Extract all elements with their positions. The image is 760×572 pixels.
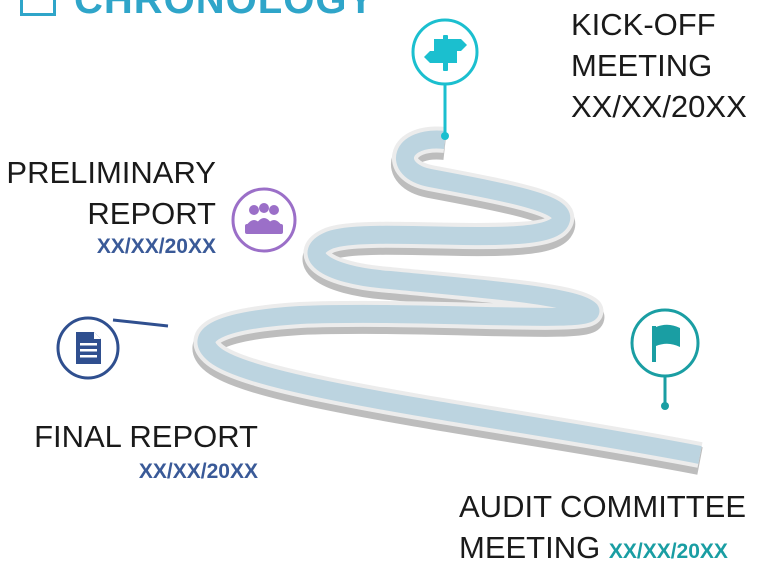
document-icon — [76, 332, 101, 364]
kickoff-date: XX/XX/20XX — [571, 89, 747, 124]
preliminary-label: PRELIMINARY REPORT XX/XX/20XX — [0, 152, 216, 260]
audit-date: XX/XX/20XX — [608, 540, 728, 563]
kickoff-line2: MEETING — [571, 48, 713, 83]
preliminary-line2: REPORT — [87, 196, 216, 231]
flag-icon — [652, 324, 680, 362]
page-title: CHRONOLOGY — [74, 0, 376, 22]
final-label: FINAL REPORT XX/XX/20XX — [0, 416, 258, 487]
road-surface — [197, 130, 702, 464]
audit-line1: AUDIT COMMITTEE — [459, 489, 747, 524]
kickoff-line1: KICK-OFF — [571, 7, 716, 42]
signpost-icon — [424, 35, 467, 71]
final-date: XX/XX/20XX — [138, 460, 258, 483]
audit-pin-dot — [661, 402, 669, 410]
audit-label: AUDIT COMMITTEE MEETING XX/XX/20XX — [459, 486, 746, 572]
final-connector — [112, 318, 169, 328]
kickoff-pin-dot — [441, 132, 449, 140]
title-box-icon — [20, 0, 56, 16]
preliminary-line1: PRELIMINARY — [6, 155, 216, 190]
preliminary-date: XX/XX/20XX — [96, 235, 216, 258]
final-line1: FINAL REPORT — [34, 419, 258, 454]
group-icon — [245, 203, 283, 234]
audit-line2: MEETING — [459, 530, 601, 565]
kickoff-label: KICK-OFF MEETING XX/XX/20XX — [571, 4, 747, 127]
